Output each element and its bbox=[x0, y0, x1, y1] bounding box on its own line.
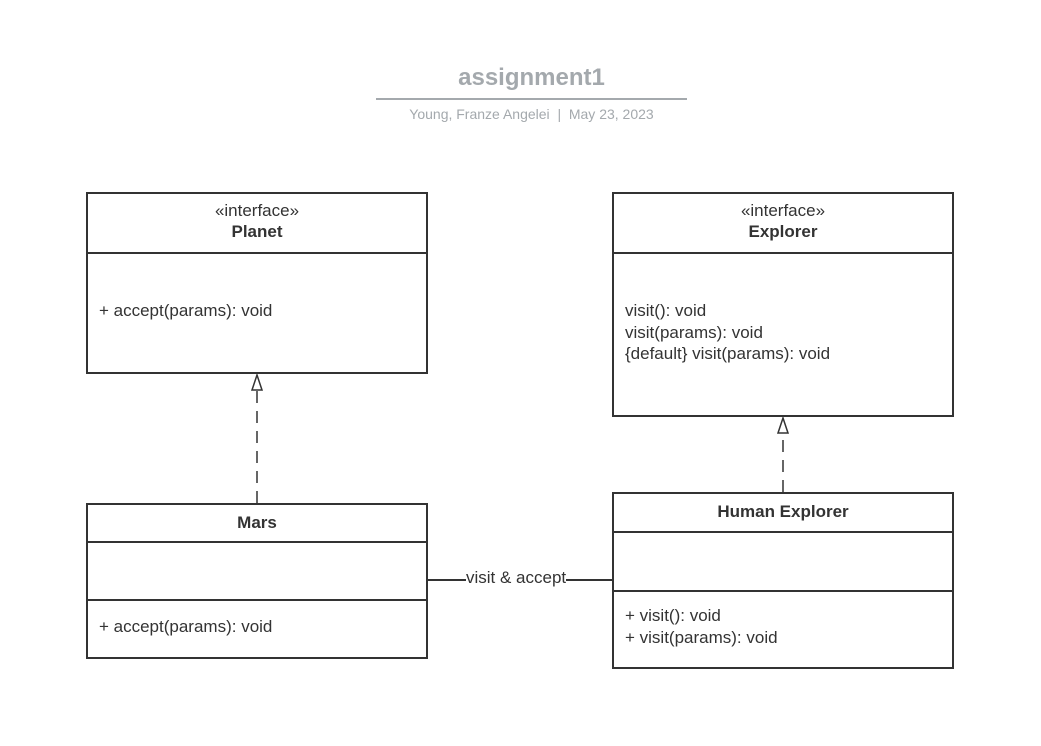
methods-compartment: visit(): void visit(params): void {defau… bbox=[614, 254, 952, 415]
diagram-subtitle: Young, Franze Angelei | May 23, 2023 bbox=[330, 106, 733, 122]
diagram-date: May 23, 2023 bbox=[568, 106, 654, 122]
class-mars[interactable]: Mars + accept(params): void bbox=[86, 503, 428, 659]
class-explorer[interactable]: «interface» Explorer visit(): void visit… bbox=[612, 192, 954, 417]
method-row: + visit(params): void bbox=[625, 627, 778, 647]
method-row: + accept(params): void bbox=[99, 301, 273, 320]
realization-human-explorer-explorer[interactable] bbox=[776, 415, 790, 492]
method-row: + accept(params): void bbox=[99, 617, 273, 636]
class-header: Human Explorer bbox=[614, 494, 952, 533]
class-name: Mars bbox=[237, 513, 277, 532]
method-row: visit(params): void bbox=[625, 322, 763, 342]
realization-arrowhead bbox=[776, 415, 790, 434]
stereotype-label: «interface» bbox=[740, 201, 826, 220]
title-underline bbox=[376, 98, 687, 100]
stereotype-label: «interface» bbox=[214, 201, 300, 220]
method-row: visit(): void bbox=[625, 301, 707, 320]
class-name: Human Explorer bbox=[717, 502, 849, 521]
attributes-compartment bbox=[614, 533, 952, 592]
diagram-title: assignment1 bbox=[458, 64, 605, 91]
class-header: Mars bbox=[88, 505, 426, 543]
subtitle-separator: | bbox=[557, 106, 562, 122]
association-label: visit & accept bbox=[466, 568, 567, 588]
methods-compartment: + accept(params): void bbox=[88, 601, 426, 657]
methods-compartment: + accept(params): void bbox=[88, 254, 426, 372]
attributes-compartment bbox=[88, 543, 426, 601]
realization-mars-planet[interactable] bbox=[250, 372, 264, 503]
method-row: {default} visit(params): void bbox=[625, 344, 831, 364]
class-planet[interactable]: «interface» Planet + accept(params): voi… bbox=[86, 192, 428, 374]
method-row: + visit(): void bbox=[625, 606, 721, 625]
class-header: «interface» Explorer bbox=[614, 194, 952, 254]
author-name: Young, Franze Angelei bbox=[409, 106, 550, 122]
realization-arrowhead bbox=[250, 372, 264, 391]
class-human-explorer[interactable]: Human Explorer + visit(): void + visit(p… bbox=[612, 492, 954, 669]
methods-compartment: + visit(): void + visit(params): void bbox=[614, 592, 952, 667]
class-header: «interface» Planet bbox=[88, 194, 426, 254]
class-name: Planet bbox=[231, 222, 283, 241]
class-name: Explorer bbox=[748, 222, 818, 241]
